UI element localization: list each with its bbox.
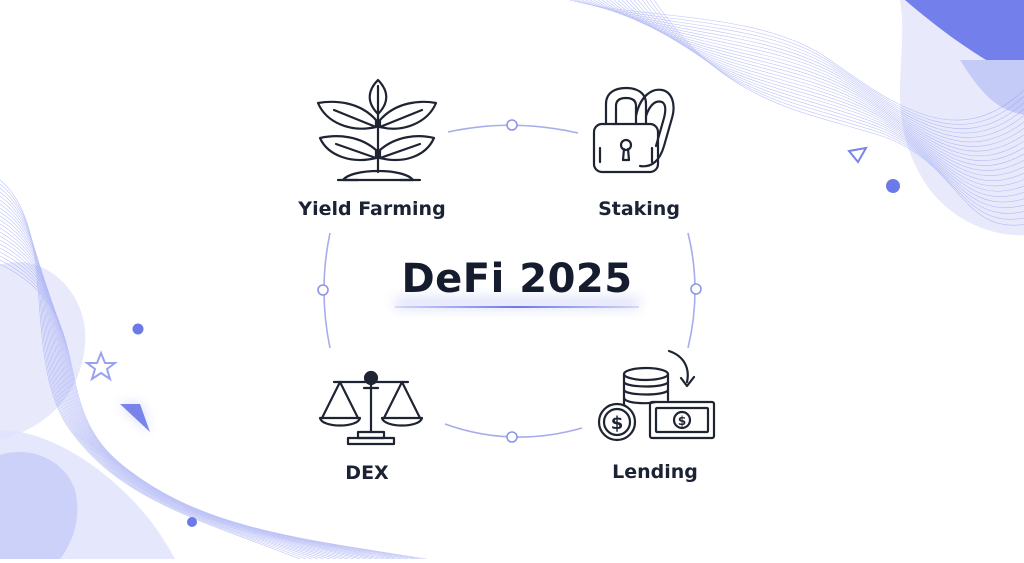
connector-node xyxy=(506,119,518,131)
wave-line-decor xyxy=(589,0,1024,143)
node-label-dex: DEX xyxy=(345,462,389,484)
svg-text:$: $ xyxy=(678,414,686,428)
wave-line-decor xyxy=(0,263,427,560)
node-label-staking: Staking xyxy=(598,198,680,220)
decor-top-right xyxy=(569,0,1024,236)
wave-line-decor xyxy=(581,0,1024,134)
connector-node xyxy=(317,284,329,296)
node-label-lending: Lending xyxy=(612,461,698,483)
wave-line-decor xyxy=(597,0,1024,152)
node-label-yield-farming: Yield Farming xyxy=(298,198,446,220)
wave-line-decor xyxy=(605,0,1024,161)
wave-line-decor xyxy=(653,0,1024,226)
title-underline xyxy=(395,306,639,308)
triangle-decor xyxy=(847,146,868,164)
dot-decor xyxy=(886,179,900,193)
padlock-chain-icon xyxy=(592,86,675,174)
wave-line-decor xyxy=(593,0,1024,147)
wave-line-decor xyxy=(621,0,1024,181)
svg-text:$: $ xyxy=(611,413,624,434)
coins-banknote-icon: $ $ xyxy=(597,349,716,442)
wave-line-decor xyxy=(573,0,1024,125)
wave-line-decor xyxy=(577,0,1024,129)
plant-sprout-icon xyxy=(316,78,438,182)
decor-bottom-left xyxy=(0,179,427,560)
diagram-title: DeFi 2025 xyxy=(401,256,633,302)
connector-node xyxy=(690,283,702,295)
dot-decor xyxy=(132,323,144,335)
star-decor xyxy=(84,350,118,382)
dot-decor xyxy=(187,517,197,527)
balance-scale-icon xyxy=(318,370,424,446)
title-glow xyxy=(395,298,639,308)
connector-node xyxy=(506,431,518,443)
wave-line-decor xyxy=(601,0,1024,157)
